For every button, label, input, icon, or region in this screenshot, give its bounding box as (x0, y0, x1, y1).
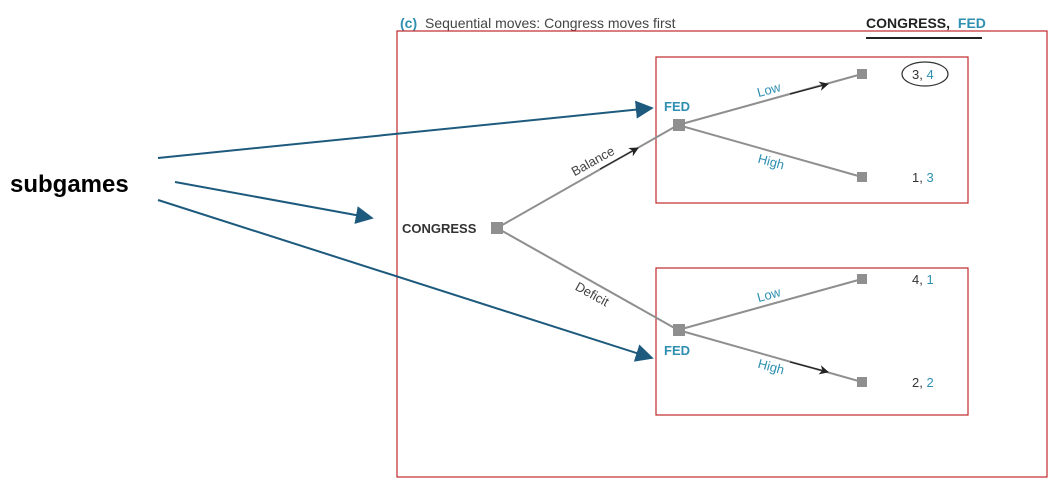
payoff-balance-high: 1, 3 (912, 170, 934, 185)
payoff-balance-low: 3, 4 (912, 67, 934, 82)
upper-low-label: Low (755, 79, 783, 100)
upper-subgame-frame (655, 56, 969, 204)
payoff-deficit-high: 2, 2 (912, 375, 934, 390)
terminal-node-3 (857, 274, 867, 284)
caption-text: Sequential moves: Congress moves first (425, 15, 676, 31)
upper-high-label: High (756, 151, 786, 172)
terminal-node-2 (857, 172, 867, 182)
full-game-frame (396, 30, 1048, 478)
balance-branch (496, 124, 679, 229)
subgames-label: subgames (10, 171, 129, 198)
payoff-deficit-low: 4, 1 (912, 272, 934, 287)
upper-low-path-arrow (789, 81, 829, 95)
deficit-label: Deficit (573, 279, 612, 310)
deficit-branch (496, 227, 679, 331)
balance-path-arrow (599, 147, 639, 170)
subgame-arrow-lower (157, 199, 654, 362)
lower-high-branch (677, 329, 863, 383)
terminal-node-4 (857, 377, 867, 387)
subgame-arrow-full (174, 181, 374, 224)
players-first: CONGRESS, (866, 15, 950, 31)
equilibrium-circle (901, 61, 949, 87)
congress-node (491, 222, 503, 234)
lower-fed-node (673, 324, 685, 336)
terminal-node-1 (857, 69, 867, 79)
lower-fed-label: FED (664, 343, 690, 358)
players-second: FED (958, 15, 986, 31)
players-legend: CONGRESS, FED (866, 15, 986, 31)
upper-fed-label: FED (664, 99, 690, 114)
subgame-arrow-upper (157, 100, 654, 159)
lower-high-label: High (756, 356, 786, 377)
upper-low-branch (677, 73, 863, 126)
lower-subgame-frame (655, 267, 969, 416)
upper-high-branch (677, 124, 863, 178)
upper-fed-node (673, 119, 685, 131)
lower-low-label: Low (755, 284, 783, 305)
congress-label: CONGRESS (402, 221, 477, 236)
lower-high-path-arrow (789, 361, 829, 375)
lower-low-branch (677, 278, 863, 331)
part-label: (c) (400, 15, 417, 31)
figure-caption: (c) Sequential moves: Congress moves fir… (400, 15, 676, 31)
